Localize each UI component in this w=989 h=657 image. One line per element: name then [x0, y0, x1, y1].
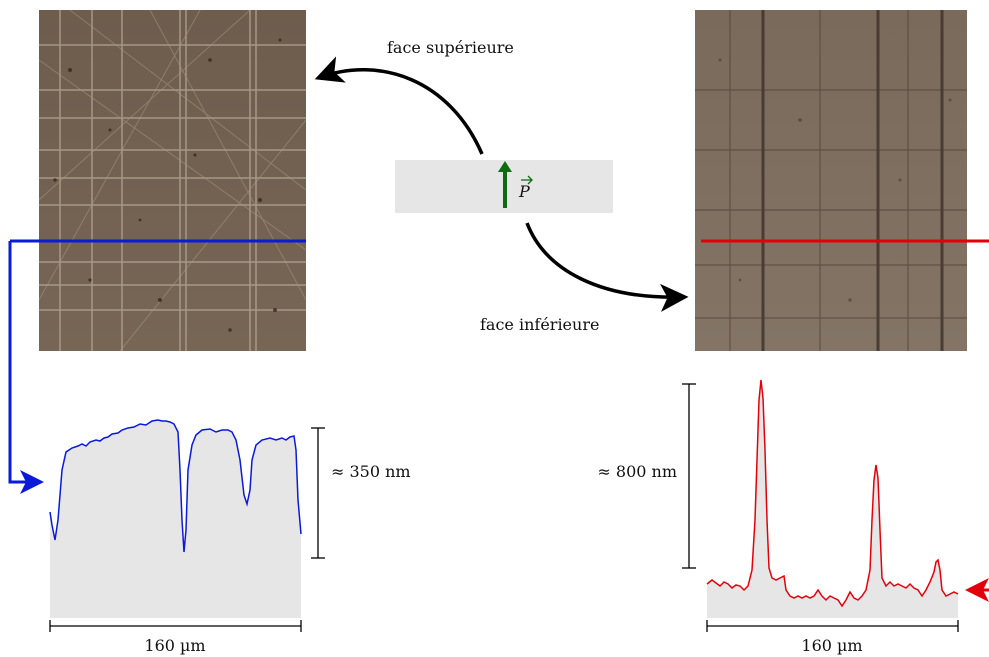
- micrograph-bottom-face: [695, 10, 967, 351]
- left-profile-line: [49, 419, 302, 553]
- left-profile-plot: ≈ 350 nm 160 µm: [49, 419, 411, 655]
- scratches-top: [38, 9, 307, 352]
- polarization-arrowhead: [498, 161, 512, 172]
- domain-walls-bottom: [761, 10, 944, 351]
- right-profile-fill: [707, 380, 958, 618]
- grid-lines-bottom: [695, 10, 967, 351]
- face-bottom-label: face inférieure: [480, 315, 599, 334]
- right-height-label: ≈ 800 nm: [597, 462, 677, 481]
- polarization-label: P: [518, 182, 530, 201]
- domain-lines-top: [39, 10, 306, 351]
- arrow-to-top-face: [314, 56, 484, 155]
- left-height-label: ≈ 350 nm: [331, 462, 411, 481]
- vector-arrow-accent: [521, 175, 533, 185]
- left-cut-leader: [8, 241, 44, 494]
- face-top-label: face supérieure: [387, 38, 514, 57]
- arrow-to-bottom-face: [525, 222, 689, 312]
- micrograph-top-face: [38, 9, 307, 352]
- left-profile-fill: [50, 420, 301, 618]
- right-profile-line: [706, 379, 959, 608]
- right-width-label: 160 µm: [801, 636, 862, 655]
- left-width-label: 160 µm: [144, 636, 205, 655]
- right-profile-plot: ≈ 800 nm 160 µm: [597, 379, 959, 655]
- specks-bottom: [718, 58, 952, 302]
- specks-top: [53, 38, 282, 332]
